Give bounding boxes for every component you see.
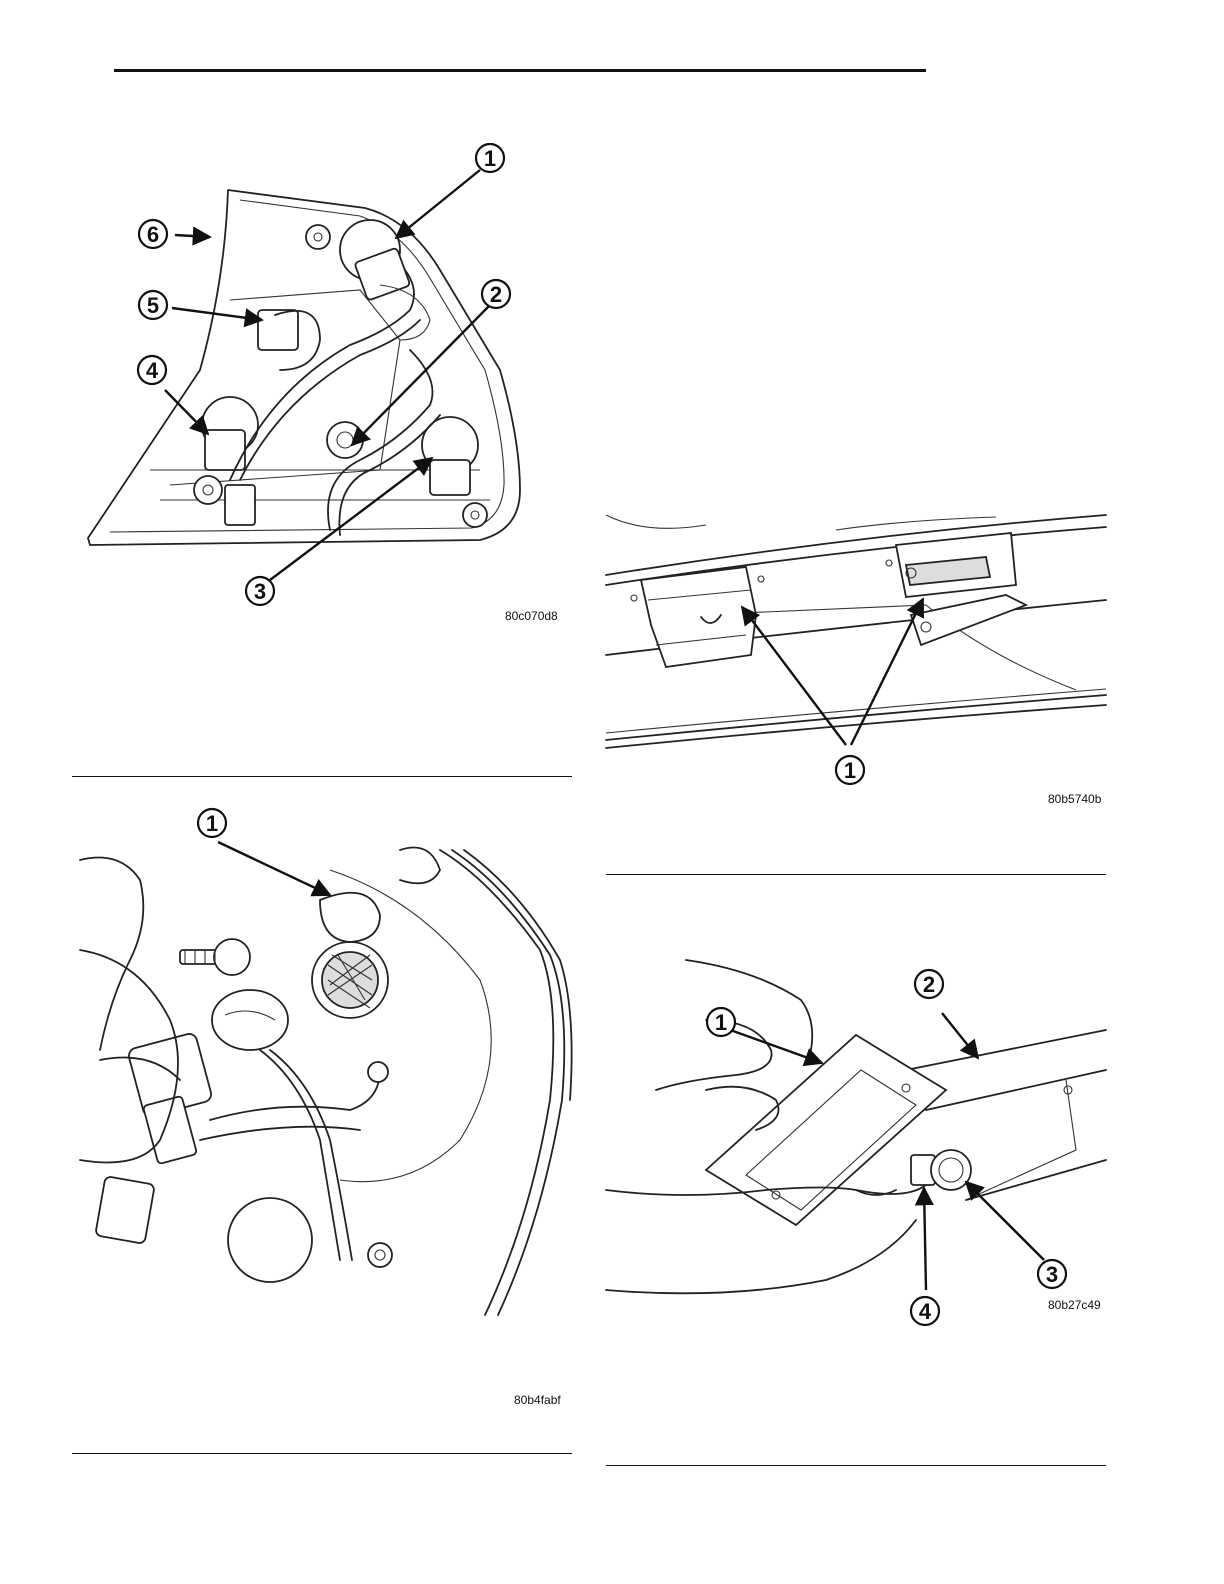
svg-text:1: 1 xyxy=(206,811,218,836)
figure-3-callouts: 1 xyxy=(600,740,900,800)
figure-4-callouts: 1 2 3 4 xyxy=(600,960,1100,1330)
callout-4: 4 xyxy=(911,1297,939,1325)
callout-2: 2 xyxy=(915,970,943,998)
figure-code: 80b5740b xyxy=(1048,792,1101,806)
svg-text:1: 1 xyxy=(715,1010,727,1035)
callout-1: 1 xyxy=(836,756,864,784)
figure-code: 80b27c49 xyxy=(1048,1298,1101,1312)
svg-text:2: 2 xyxy=(923,972,935,997)
callout-3: 3 xyxy=(1038,1260,1066,1288)
section-rule xyxy=(606,1465,1106,1466)
section-rule xyxy=(72,1453,572,1454)
figure-bulb-removal xyxy=(80,840,570,1320)
section-rule xyxy=(606,874,1106,875)
svg-text:3: 3 xyxy=(1046,1262,1058,1287)
figure-code: 80b4fabf xyxy=(514,1393,561,1407)
figure-2-callouts: 1 xyxy=(0,0,600,900)
callout-1: 1 xyxy=(198,809,226,837)
callout-1: 1 xyxy=(707,1008,735,1036)
svg-text:4: 4 xyxy=(919,1299,932,1324)
svg-text:1: 1 xyxy=(844,758,856,783)
